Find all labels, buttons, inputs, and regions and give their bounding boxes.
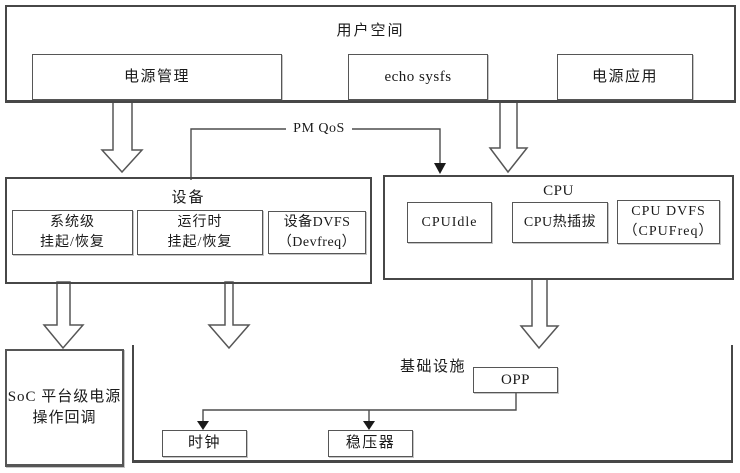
echo-sysfs-label: echo sysfs: [384, 68, 452, 85]
pm-qos-arrowhead: [434, 163, 446, 174]
cpu-hotplug-box: CPU热插拔: [512, 202, 608, 243]
device-dvfs-line2: （Devfreq）: [277, 234, 357, 250]
arrow-cpu-to-infrastructure: [519, 278, 560, 350]
echo-sysfs-box: echo sysfs: [348, 54, 488, 100]
device-dvfs-box: 设备DVFS （Devfreq）: [268, 211, 366, 254]
opp-connector-line: [202, 390, 517, 422]
regulator-label: 稳压器: [345, 435, 396, 451]
regulator-arrowhead: [363, 421, 375, 430]
power-management-box: 电源管理: [32, 54, 282, 100]
runtime-suspend-line1: 运行时: [177, 214, 223, 230]
system-suspend-line2: 挂起/恢复: [40, 234, 105, 250]
power-app-box: 电源应用: [557, 54, 693, 100]
runtime-suspend-line2: 挂起/恢复: [167, 234, 233, 250]
cpu-box: CPU: [383, 175, 734, 280]
arrow-device-to-soc: [42, 281, 85, 350]
cpuidle-label: CPUIdle: [421, 214, 478, 230]
opp-label: OPP: [500, 371, 531, 388]
infrastructure-title: 基础设施: [399, 359, 466, 375]
device-title: 设备: [171, 190, 206, 206]
arrow-device-to-infrastructure: [207, 281, 251, 350]
arrow-user-space-to-cpu: [488, 101, 529, 174]
device-box: 设备: [5, 177, 372, 284]
runtime-suspend-resume-box: 运行时 挂起/恢复: [137, 210, 263, 255]
cpu-dvfs-line2: （CPUFreq）: [623, 224, 714, 239]
opp-box: OPP: [473, 367, 558, 393]
cpu-dvfs-box: CPU DVFS （CPUFreq）: [617, 200, 720, 244]
arrow-power-management-to-device: [100, 101, 144, 174]
system-suspend-line1: 系统级: [50, 214, 95, 230]
power-app-label: 电源应用: [591, 68, 658, 85]
cpuidle-box: CPUIdle: [407, 202, 492, 243]
soc-callbacks-line1: SoC 平台级电源: [7, 388, 122, 405]
clock-arrowhead: [197, 421, 209, 430]
clock-label: 时钟: [187, 435, 221, 451]
cpu-dvfs-line1: CPU DVFS: [631, 204, 706, 220]
device-dvfs-line1: 设备DVFS: [283, 214, 351, 230]
regulator-box: 稳压器: [328, 430, 413, 457]
user-space-title: 用户空间: [336, 23, 405, 39]
soc-callbacks-box: SoC 平台级电源 操作回调: [5, 349, 124, 467]
pm-qos-label: PM QoS: [286, 118, 352, 139]
clock-box: 时钟: [162, 430, 247, 457]
cpu-title: CPU: [543, 183, 574, 199]
infrastructure-box: [132, 345, 733, 463]
power-management-label: 电源管理: [123, 68, 190, 85]
user-space-box: 用户空间: [5, 5, 736, 103]
soc-callbacks-line2: 操作回调: [32, 409, 97, 426]
system-suspend-resume-box: 系统级 挂起/恢复: [12, 210, 133, 255]
cpu-hotplug-label: CPU热插拔: [523, 214, 597, 230]
